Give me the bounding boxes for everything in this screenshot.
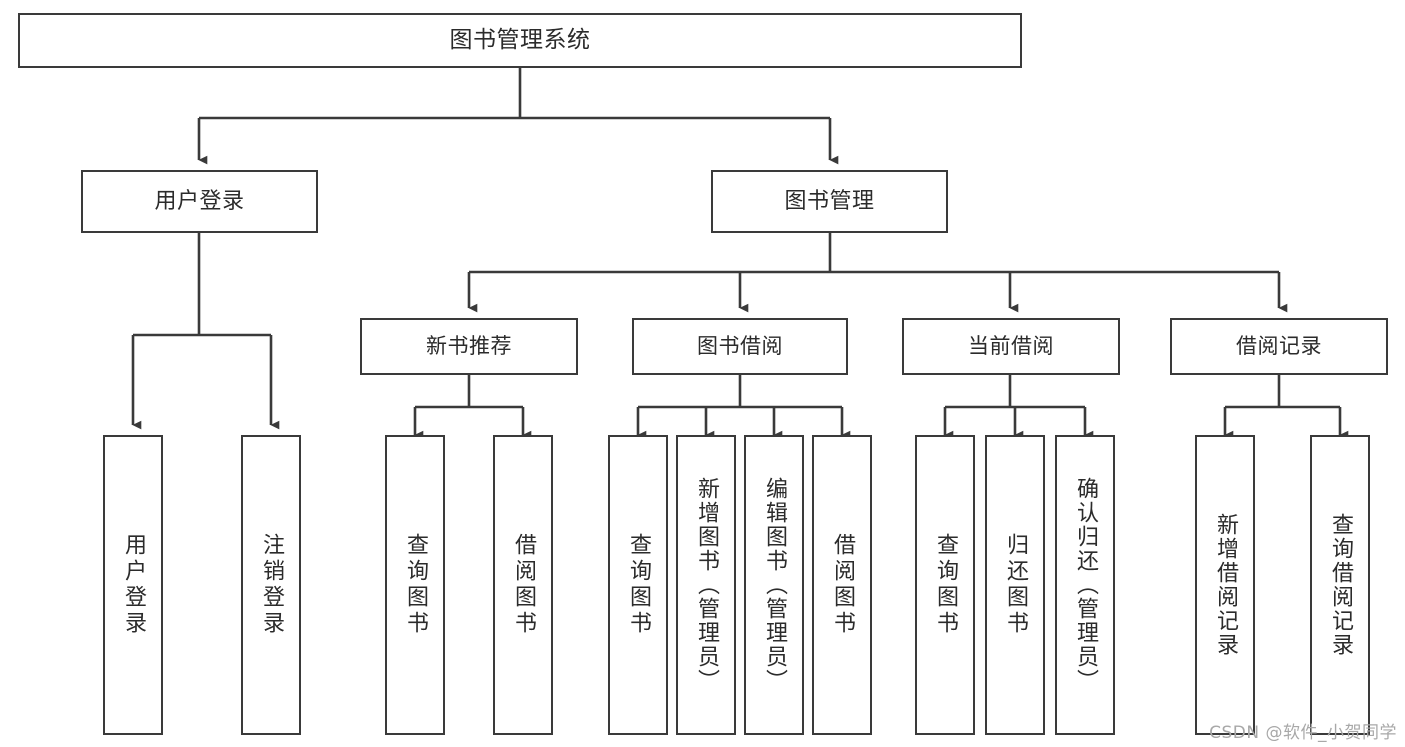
- node-leaf-user-login-logout[interactable]: 注销登录: [241, 435, 301, 735]
- node-leaf-user-login-login[interactable]: 用户登录: [103, 435, 163, 735]
- node-label: 新书推荐: [426, 334, 512, 359]
- node-label: 查询图书: [626, 533, 651, 637]
- node-label: 查询图书: [933, 533, 958, 637]
- node-leaf-book-borrow-edit[interactable]: 编辑图书（管理员）: [744, 435, 804, 735]
- node-label: 用户登录: [154, 188, 245, 214]
- node-label: 借阅图书: [830, 533, 855, 637]
- node-leaf-current-borrow-return[interactable]: 归还图书: [985, 435, 1045, 735]
- node-label: 图书管理系统: [449, 26, 591, 53]
- node-leaf-book-borrow-query[interactable]: 查询图书: [608, 435, 668, 735]
- node-book-borrow[interactable]: 图书借阅: [632, 318, 848, 375]
- csdn-watermark: CSDN @软件_小贺同学: [1209, 723, 1397, 743]
- node-label: 借阅图书: [511, 533, 536, 637]
- node-label: 新增借阅记录: [1213, 513, 1238, 657]
- node-label: 当前借阅: [968, 334, 1054, 359]
- node-label: 查询图书: [403, 533, 428, 637]
- node-user-login[interactable]: 用户登录: [81, 170, 318, 233]
- node-leaf-new-book-borrow[interactable]: 借阅图书: [493, 435, 553, 735]
- node-current-borrow[interactable]: 当前借阅: [902, 318, 1120, 375]
- node-label: 图书借阅: [697, 334, 783, 359]
- node-label: 新增图书（管理员）: [694, 477, 719, 693]
- node-borrow-record[interactable]: 借阅记录: [1170, 318, 1388, 375]
- node-label: 查询借阅记录: [1328, 513, 1353, 657]
- node-label: 用户登录: [121, 533, 146, 637]
- node-label: 归还图书: [1003, 533, 1028, 637]
- node-leaf-book-borrow-borrow[interactable]: 借阅图书: [812, 435, 872, 735]
- node-label: 图书管理: [784, 188, 875, 214]
- node-leaf-borrow-record-query[interactable]: 查询借阅记录: [1310, 435, 1370, 735]
- node-leaf-current-borrow-query[interactable]: 查询图书: [915, 435, 975, 735]
- node-label: 编辑图书（管理员）: [762, 477, 787, 693]
- node-new-book-recommend[interactable]: 新书推荐: [360, 318, 578, 375]
- node-book-management[interactable]: 图书管理: [711, 170, 948, 233]
- node-label: 借阅记录: [1236, 334, 1322, 359]
- node-leaf-new-book-query[interactable]: 查询图书: [385, 435, 445, 735]
- node-leaf-borrow-record-add[interactable]: 新增借阅记录: [1195, 435, 1255, 735]
- node-leaf-book-borrow-add[interactable]: 新增图书（管理员）: [676, 435, 736, 735]
- node-label: 注销登录: [259, 533, 284, 637]
- node-label: 确认归还（管理员）: [1073, 477, 1098, 693]
- node-leaf-current-borrow-confirm-return[interactable]: 确认归还（管理员）: [1055, 435, 1115, 735]
- node-root-system[interactable]: 图书管理系统: [18, 13, 1022, 68]
